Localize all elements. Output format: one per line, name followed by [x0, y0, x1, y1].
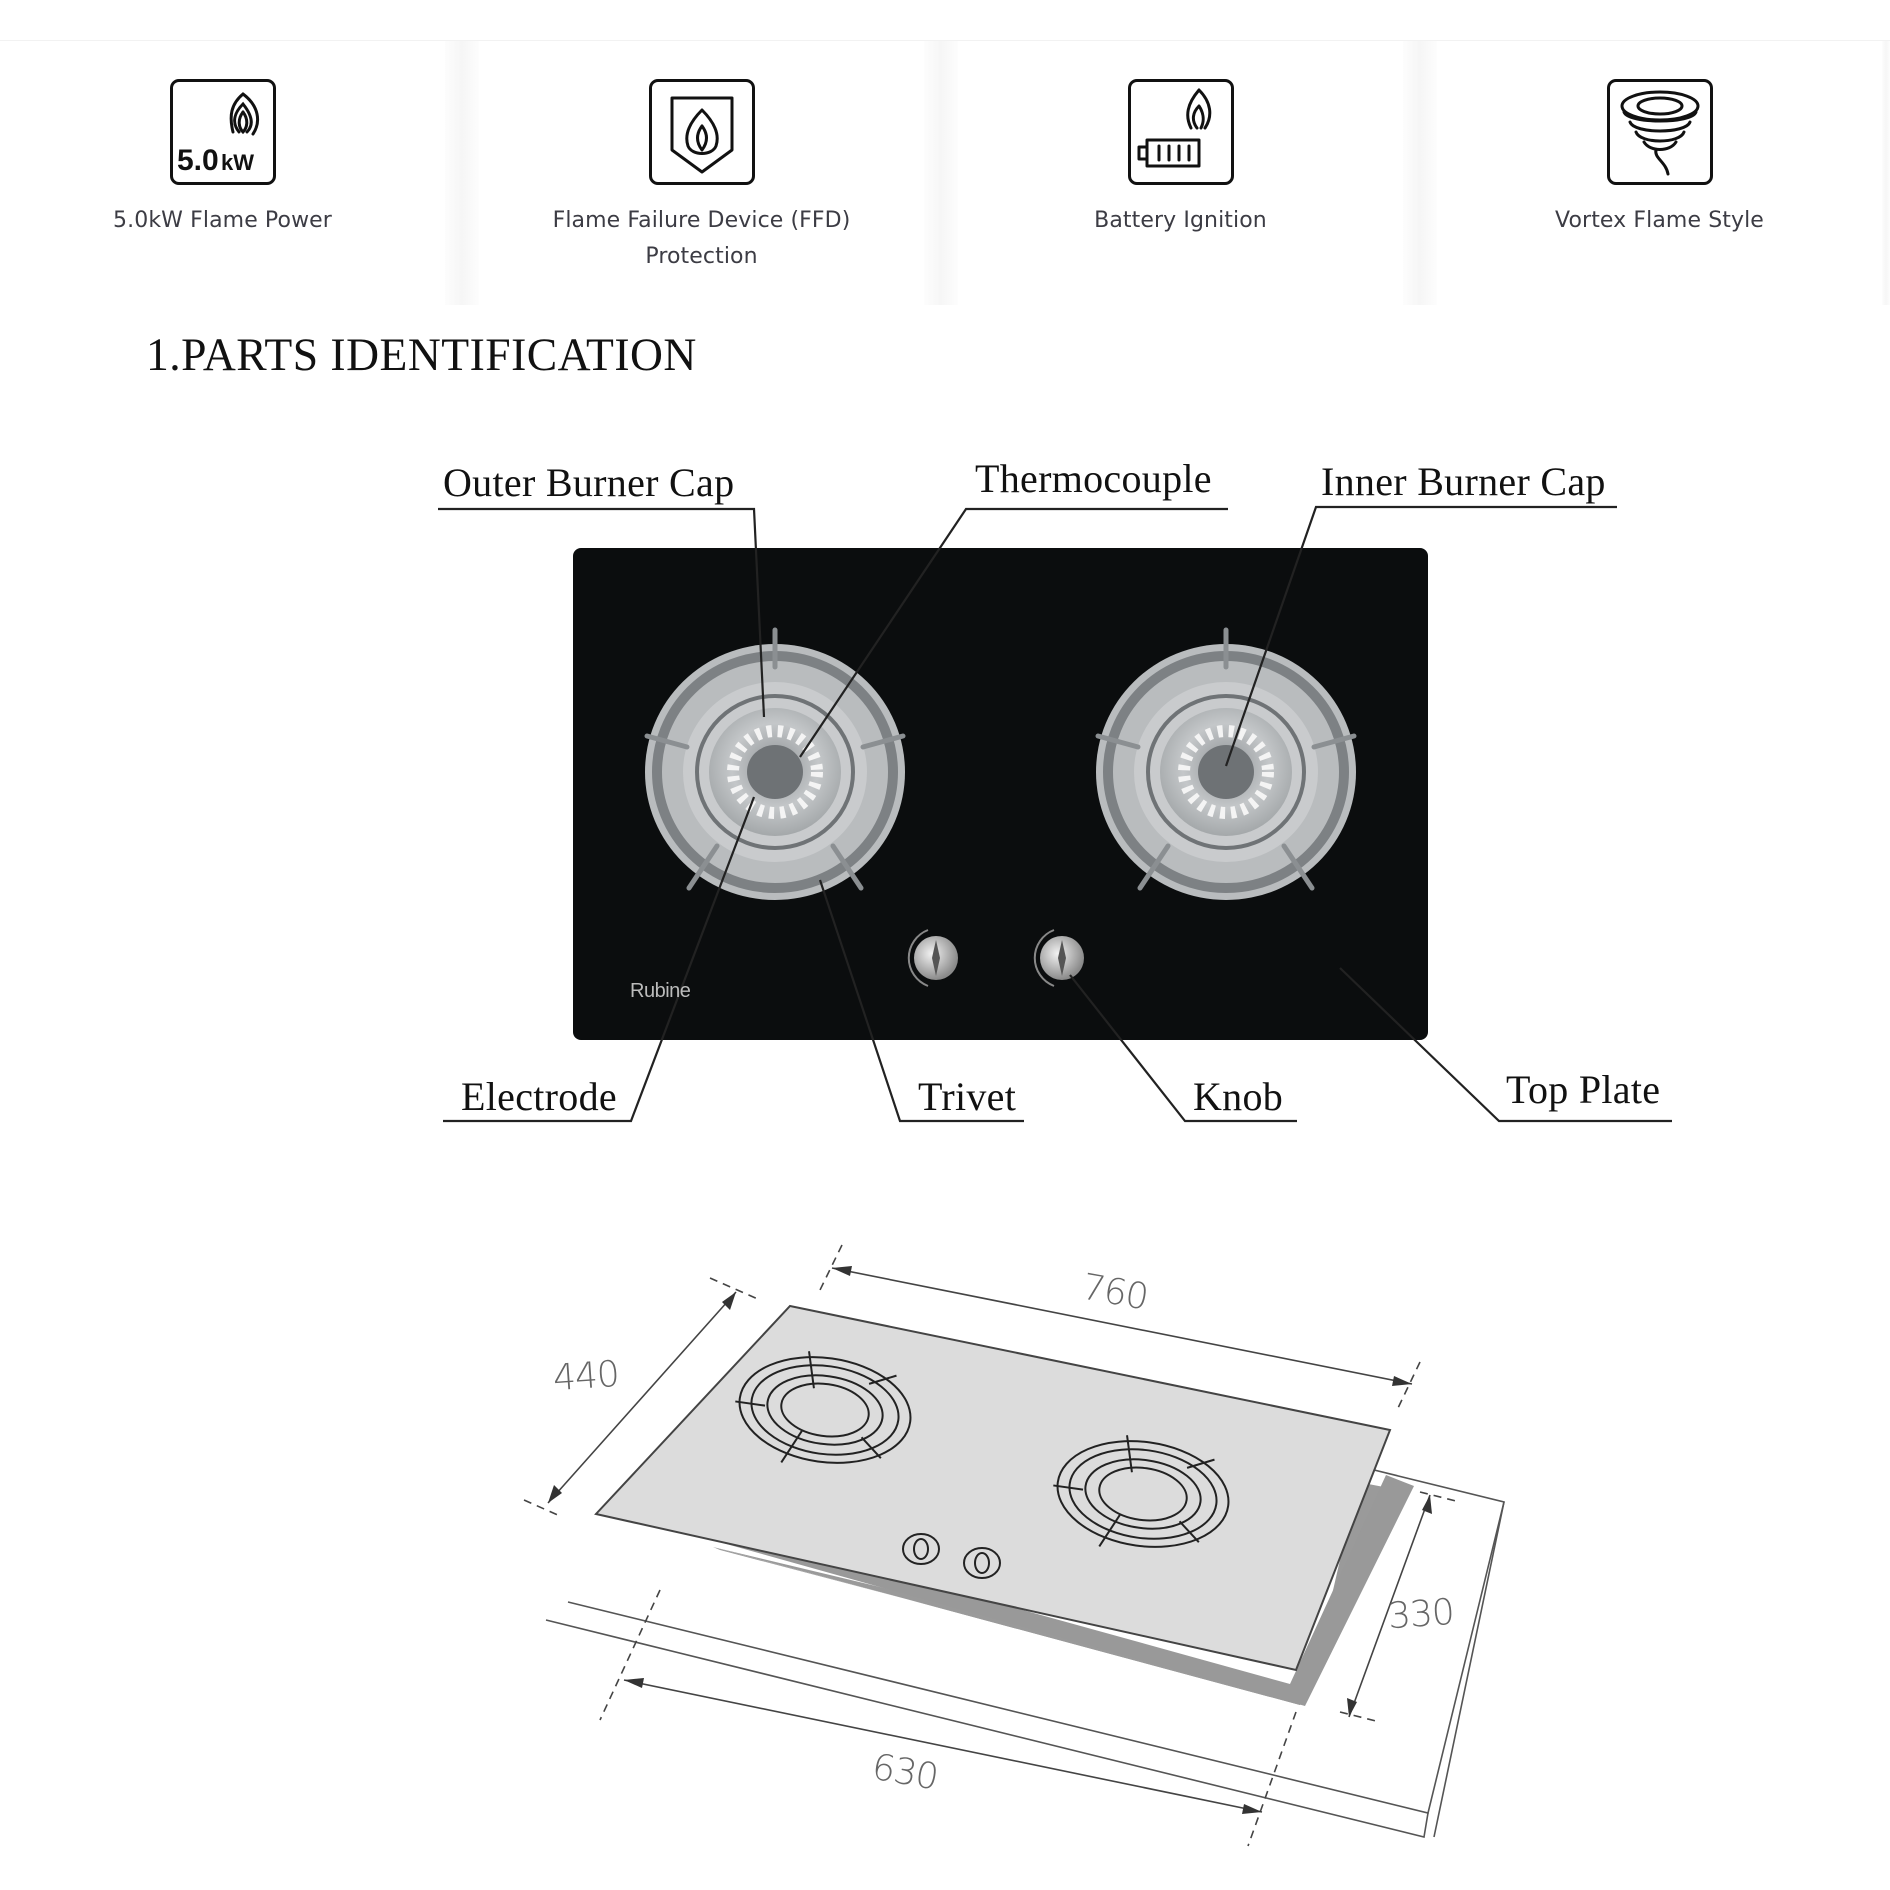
label-trivet: Trivet	[918, 1074, 1017, 1119]
feature-card-vortex: Vortex Flame Style	[1437, 41, 1882, 305]
dimension-diagram	[523, 1244, 1505, 1847]
trivet-right	[1053, 1435, 1230, 1548]
label-knob: Knob	[1193, 1074, 1284, 1119]
flame-power-icon: 5.0 kW	[170, 79, 276, 185]
card-divider	[445, 41, 479, 305]
section-title: 1.PARTS IDENTIFICATION	[146, 329, 697, 381]
label-thermocouple: Thermocouple	[975, 456, 1212, 501]
card-divider	[1882, 41, 1890, 305]
feature-label-line: Battery Ignition	[1094, 208, 1267, 233]
feature-card-flame-power: 5.0 kW 5.0kW Flame Power	[0, 41, 445, 305]
feature-label-line: Flame Failure Device (FFD)	[552, 208, 851, 233]
left-burner	[644, 627, 906, 900]
leader-trivet	[818, 879, 1024, 1123]
label-inner-burner-cap: Inner Burner Cap	[1321, 459, 1606, 504]
feature-label: 5.0kW Flame Power	[0, 203, 445, 239]
feature-label-line: Protection	[645, 244, 758, 269]
dim-line-cutout-depth	[1348, 1494, 1431, 1718]
dim-line-width	[831, 1267, 1413, 1385]
leader-top-plate	[1339, 967, 1672, 1123]
countertop-outline	[567, 1467, 1505, 1814]
feature-label-line: 5.0kW Flame Power	[113, 208, 332, 233]
flame-power-icon-text: 5.0	[177, 144, 219, 177]
feature-label: Flame Failure Device (FFD) Protection	[479, 203, 924, 275]
feature-label: Vortex Flame Style	[1437, 203, 1882, 239]
label-electrode: Electrode	[461, 1074, 617, 1119]
knob-left	[907, 929, 958, 987]
dimension-cutout-depth: 330	[1386, 1591, 1456, 1638]
knob-right	[1033, 929, 1084, 987]
diagram-knob-left	[902, 1533, 940, 1565]
feature-label: Battery Ignition	[958, 203, 1403, 239]
feature-card-battery-ignition: Battery Ignition	[958, 41, 1403, 305]
leader-thermocouple	[799, 507, 1228, 758]
feature-card-ffd: Flame Failure Device (FFD) Protection	[479, 41, 924, 305]
hob-plate	[594, 1304, 1392, 1672]
leader-electrode	[443, 796, 756, 1123]
leader-outer-burner-cap	[438, 507, 766, 718]
brand-logo: Rubine	[630, 980, 691, 1002]
feature-strip: 5.0 kW 5.0kW Flame Power Flame Failure D…	[0, 40, 1890, 305]
parts-diagram	[438, 505, 1672, 1123]
feature-label-line: Vortex Flame Style	[1555, 208, 1764, 233]
leader-knob	[1069, 974, 1297, 1123]
dimension-depth: 440	[551, 1353, 621, 1400]
card-divider	[1403, 41, 1437, 305]
dim-line-cutout-width	[623, 1679, 1263, 1813]
leader-inner-burner-cap	[1224, 505, 1617, 767]
label-top-plate: Top Plate	[1506, 1067, 1661, 1112]
battery-flame-icon	[1128, 79, 1234, 185]
diagram-knob-right	[963, 1547, 1001, 1579]
label-outer-burner-cap: Outer Burner Cap	[443, 460, 735, 505]
vortex-icon	[1607, 79, 1713, 185]
card-divider	[924, 41, 958, 305]
trivet-left	[735, 1351, 912, 1464]
dim-line-depth	[547, 1291, 737, 1504]
right-burner	[1095, 627, 1357, 900]
shield-flame-icon	[649, 79, 755, 185]
svg-text:kW: kW	[221, 150, 254, 175]
